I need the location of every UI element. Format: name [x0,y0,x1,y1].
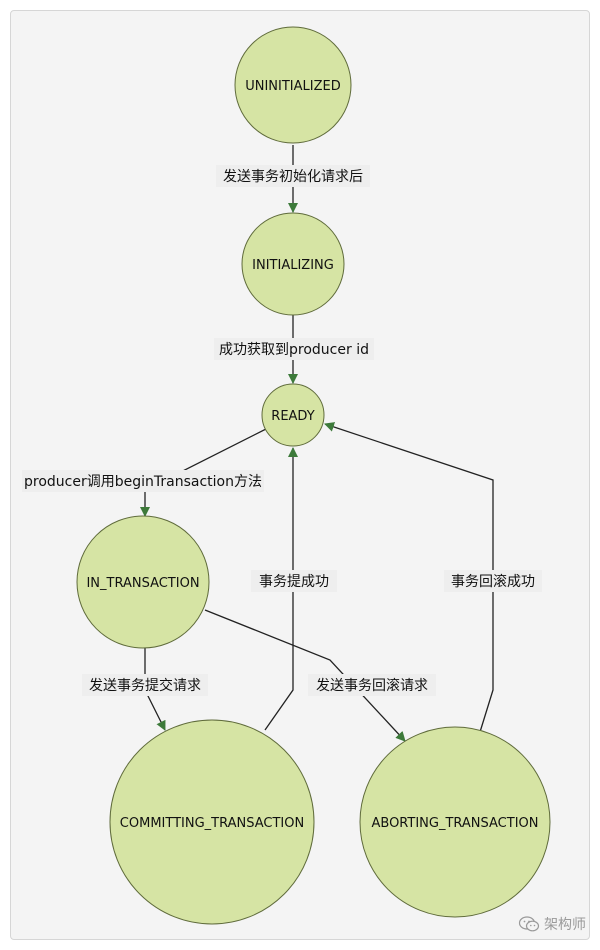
node-label-committing-transaction: COMMITTING_TRANSACTION [120,816,304,831]
edge-labels: 发送事务初始化请求后 成功获取到producer id producer调用be… [22,165,542,696]
edge-label-commit-success: 事务提成功 [259,574,329,590]
edge-label-send-commit: 发送事务提交请求 [89,677,201,694]
node-ready: READY [261,383,325,447]
watermark: 架构师 [518,914,586,934]
edge-label-send-init: 发送事务初始化请求后 [223,168,363,185]
edge-label-got-producer-id: 成功获取到producer id [219,342,369,358]
edge-label-send-abort: 发送事务回滚请求 [316,677,428,694]
watermark-text: 架构师 [544,917,586,933]
node-committing-transaction: COMMITTING_TRANSACTION [109,719,315,925]
node-in-transaction: IN_TRANSACTION [76,515,210,649]
node-label-initializing: INITIALIZING [252,258,334,273]
node-label-aborting-transaction: ABORTING_TRANSACTION [371,816,538,831]
edge-in-transaction-to-aborting [204,609,406,742]
node-aborting-transaction: ABORTING_TRANSACTION [359,726,551,918]
edge-committing-to-ready [264,447,298,731]
node-label-ready: READY [271,409,314,424]
edge-label-begin-transaction: producer调用beginTransaction方法 [24,474,262,490]
wechat-icon [518,916,540,932]
node-uninitialized: UNINITIALIZED [234,26,352,144]
node-initializing: INITIALIZING [241,212,345,316]
node-label-uninitialized: UNINITIALIZED [245,79,341,94]
node-label-in-transaction: IN_TRANSACTION [86,576,199,591]
edge-label-abort-success: 事务回滚成功 [451,573,535,590]
